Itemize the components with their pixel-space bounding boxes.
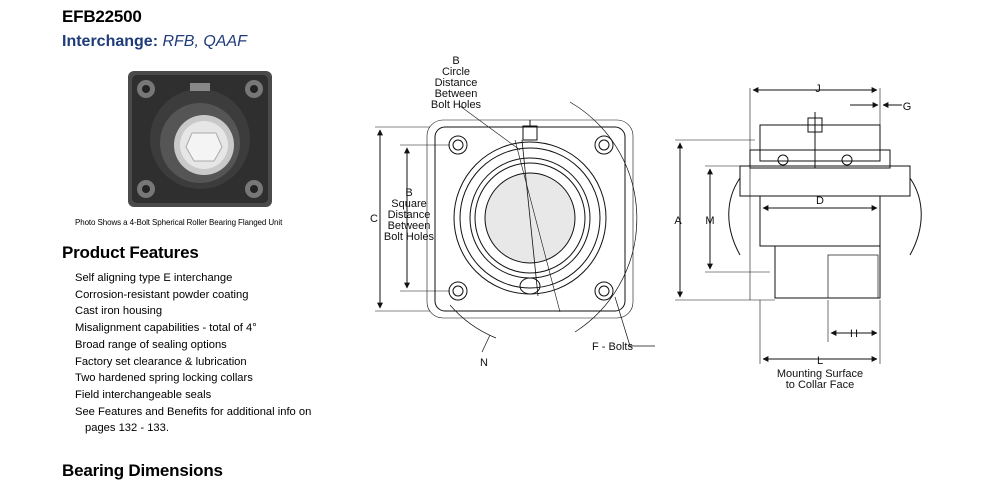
list-item: See Features and Benefits for additional… [75,404,311,437]
bearing-dimensions-heading: Bearing Dimensions [62,461,223,480]
list-item: Two hardened spring locking collars [75,372,253,385]
label-b-square: B [405,187,412,199]
list-item: Misalignment capabilities - total of 4° [75,322,257,335]
product-photo [128,71,272,207]
mounting-surface-label: Mounting Surface [777,368,863,380]
label-f-bolts: F - Bolts [592,341,633,353]
list-item: Cast iron housing [75,305,163,318]
label-b-circle: B [452,55,459,67]
label-l: L [817,355,823,367]
label-b-circle: Bolt Holes [431,99,482,111]
list-item-line: pages 132 - 133. [85,422,169,435]
label-c: C [370,213,378,225]
list-item-line: See Features and Benefits for additional… [75,405,312,418]
interchange-line: Interchange: RFB, QAAF [62,33,247,51]
label-b-circle: Between [435,88,478,100]
product-title: EFB22500 [62,7,142,26]
list-item: Field interchangeable seals [75,388,212,401]
label-b-square: Bolt Holes [384,231,435,243]
product-features-heading: Product Features [62,243,199,262]
features-list: Self aligning type E interchange Corrosi… [75,270,311,437]
interchange-value: RFB, QAAF [162,33,247,50]
label-d: D [816,195,824,207]
label-a: A [674,215,682,227]
photo-caption: Photo Shows a 4-Bolt Spherical Roller Be… [75,218,283,227]
label-b-circle: Distance [435,77,478,89]
label-b-square: Square [391,198,426,210]
label-b-square: Between [388,220,431,232]
interchange-label: Interchange: [62,33,159,50]
label-h: H [850,328,858,340]
label-n: N [480,357,488,369]
label-j: J [815,83,821,95]
label-b-circle: Circle [442,66,470,78]
list-item: Broad range of sealing options [75,338,227,351]
label-m: M [705,215,714,227]
list-item: Self aligning type E interchange [75,272,233,284]
dimension-drawing: B Circle Distance Between Bolt Holes B S… [370,55,922,390]
list-item: Corrosion-resistant powder coating [75,288,249,301]
collar-face-label: to Collar Face [786,379,854,390]
list-item: Factory set clearance & lubrication [75,355,247,368]
label-g: G [903,101,912,113]
label-b-square: Distance [388,209,431,221]
